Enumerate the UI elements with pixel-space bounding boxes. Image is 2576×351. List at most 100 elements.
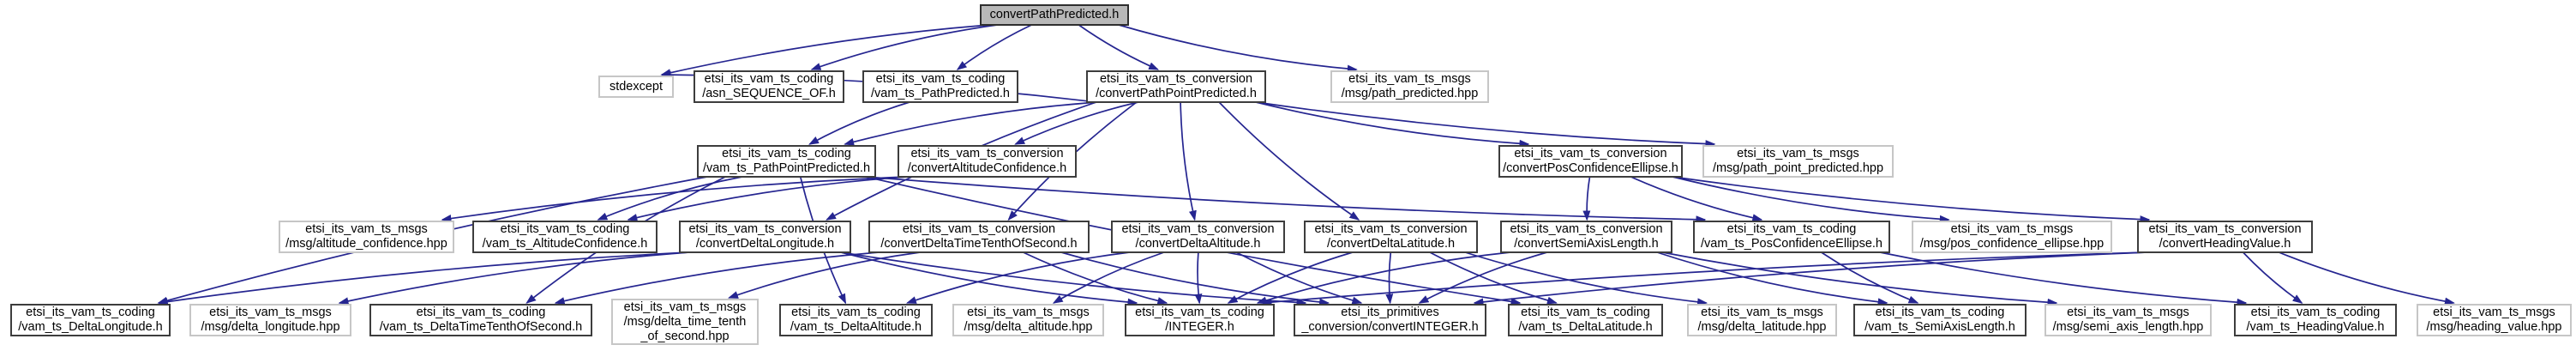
include-edge: [157, 251, 690, 306]
graph-node-convertpathpointpredicted-h[interactable]: etsi_its_vam_ts_conversion /convertPathP…: [1086, 70, 1266, 103]
graph-node-convertdeltalongitude-h[interactable]: etsi_its_vam_ts_conversion /convertDelta…: [679, 221, 851, 253]
include-edge: [1255, 101, 1530, 148]
include-edge: [1385, 251, 1394, 305]
graph-node-label: etsi_its_vam_ts_coding /vam_ts_DeltaLati…: [1518, 306, 1653, 334]
graph-node-convertaltitudeconfidence-h[interactable]: etsi_its_vam_ts_conversion /convertAltit…: [898, 145, 1077, 178]
include-edge: [1418, 251, 1547, 304]
graph-node-msg-pos-confidence-ellipse-hpp: etsi_its_vam_ts_msgs /msg/pos_confidence…: [1912, 221, 2112, 253]
graph-node-convertposconfidenceellipse-h[interactable]: etsi_its_vam_ts_conversion /convertPosCo…: [1498, 145, 1683, 178]
graph-node-convertdeltalatitude-h[interactable]: etsi_its_vam_ts_conversion /convertDelta…: [1304, 221, 1478, 253]
include-edge: [956, 24, 1032, 70]
graph-node-label: etsi_its_vam_ts_conversion /convertAltit…: [907, 147, 1067, 175]
graph-node-of-second-hpp: etsi_its_vam_ts_msgs /msg/delta_time_ten…: [611, 299, 759, 345]
graph-node-vam-ts-semiaxislength-h[interactable]: etsi_its_vam_ts_coding /vam_ts_SemiAxisL…: [1853, 304, 2027, 336]
include-edge: [597, 176, 742, 221]
include-edge: [1661, 251, 2058, 306]
include-edge: [1078, 24, 1160, 70]
include-edge: [844, 101, 1099, 146]
include-edge: [1473, 251, 2148, 306]
graph-node-label: etsi_its_vam_ts_conversion /convertHeadi…: [2148, 222, 2302, 251]
graph-node-label: etsi_its_vam_ts_msgs /msg/altitude_confi…: [285, 222, 447, 251]
graph-node-integer-h[interactable]: etsi_its_vam_ts_coding /INTEGER.h: [1125, 304, 1275, 336]
include-edge: [1255, 101, 1716, 148]
graph-node-vam-ts-pathpointpredicted-h[interactable]: etsi_its_vam_ts_coding /vam_ts_PathPoint…: [697, 145, 876, 178]
include-edge: [1256, 251, 1511, 305]
graph-node-vam-ts-deltalatitude-h[interactable]: etsi_its_vam_ts_coding /vam_ts_DeltaLati…: [1508, 304, 1663, 336]
graph-node-label: etsi_its_vam_ts_conversion /convertDelta…: [1121, 222, 1275, 251]
graph-node-label: etsi_its_vam_ts_msgs /msg/delta_latitude…: [1697, 306, 1827, 334]
graph-node-vam-ts-altitudeconfidence-h[interactable]: etsi_its_vam_ts_coding /vam_ts_AltitudeC…: [472, 221, 658, 253]
graph-node-label: etsi_its_vam_ts_msgs /msg/heading_value.…: [2426, 306, 2562, 334]
graph-node-msg-delta-altitude-hpp: etsi_its_vam_ts_msgs /msg/delta_altitude…: [952, 304, 1104, 336]
include-edge: [808, 101, 910, 145]
include-edge: [905, 251, 1130, 304]
graph-node-label: etsi_its_vam_ts_coding /asn_SEQUENCE_OF.…: [702, 72, 836, 100]
include-edge: [1582, 176, 1591, 221]
graph-node-conversion-convertinteger-h[interactable]: etsi_its_primitives _conversion/convertI…: [1294, 304, 1486, 336]
include-edge: [810, 24, 998, 70]
include-edge: [840, 251, 1138, 306]
include-edge: [1821, 251, 1919, 304]
graph-node-vam-ts-posconfidenceellipse-h[interactable]: etsi_its_vam_ts_coding /vam_ts_PosConfid…: [1693, 221, 1890, 253]
graph-node-label: etsi_its_vam_ts_coding /vam_ts_DeltaAlti…: [790, 306, 922, 334]
graph-node-asn-sequence-of-h[interactable]: etsi_its_vam_ts_coding /asn_SEQUENCE_OF.…: [694, 70, 844, 103]
graph-node-convertsemiaxislength-h[interactable]: etsi_its_vam_ts_conversion /convertSemiA…: [1500, 221, 1672, 253]
graph-node-convertdeltatimetenthofsecond-h[interactable]: etsi_its_vam_ts_conversion /convertDelta…: [868, 221, 1090, 253]
graph-node-label: etsi_its_vam_ts_msgs /msg/semi_axis_leng…: [2052, 306, 2204, 334]
graph-node-label: etsi_its_vam_ts_coding /vam_ts_DeltaTime…: [379, 306, 583, 334]
graph-node-label: etsi_its_vam_ts_coding /vam_ts_SemiAxisL…: [1864, 306, 2015, 334]
include-edge: [1227, 251, 1354, 304]
include-edge: [660, 24, 991, 77]
graph-node-label: etsi_its_vam_ts_msgs /msg/path_point_pre…: [1712, 147, 1884, 175]
include-edge: [1235, 251, 1363, 305]
graph-node-vam-ts-pathpredicted-h[interactable]: etsi_its_vam_ts_coding /vam_ts_PathPredi…: [862, 70, 1018, 103]
include-edge: [2278, 251, 2455, 306]
graph-node-label: etsi_its_vam_ts_conversion /convertPosCo…: [1503, 147, 1678, 175]
graph-node-label: etsi_its_vam_ts_conversion /convertDelta…: [880, 222, 1078, 251]
graph-node-vam-ts-headingvalue-h[interactable]: etsi_its_vam_ts_coding /vam_ts_HeadingVa…: [2234, 304, 2397, 336]
graph-node-convertpathpredicted-h: convertPathPredicted.h: [980, 4, 1129, 26]
graph-node-label: convertPathPredicted.h: [989, 8, 1120, 21]
graph-node-label: etsi_its_vam_ts_coding /vam_ts_PathPredi…: [870, 72, 1010, 100]
graph-node-convertheadingvalue-h[interactable]: etsi_its_vam_ts_conversion /convertHeadi…: [2137, 221, 2313, 253]
include-edge: [1672, 176, 2151, 224]
include-edge: [1630, 176, 1763, 222]
graph-node-vam-ts-deltalongitude-h[interactable]: etsi_its_vam_ts_coding /vam_ts_DeltaLong…: [10, 304, 171, 336]
graph-node-label: etsi_its_vam_ts_coding /vam_ts_AltitudeC…: [482, 222, 648, 251]
include-edge: [1060, 251, 1330, 306]
include-edge: [1879, 251, 2248, 306]
include-edge: [441, 176, 909, 222]
graph-node-label: etsi_its_vam_ts_coding /vam_ts_HeadingVa…: [2246, 306, 2385, 334]
graph-node-label: etsi_its_vam_ts_msgs /msg/delta_time_ten…: [623, 300, 747, 343]
graph-node-msg-heading-value-hpp: etsi_its_vam_ts_msgs /msg/heading_value.…: [2417, 304, 2572, 336]
graph-node-label: etsi_its_vam_ts_conversion /convertDelta…: [1314, 222, 1468, 251]
include-edge: [627, 176, 909, 221]
graph-node-msg-path-point-predicted-hpp: etsi_its_vam_ts_msgs /msg/path_point_pre…: [1702, 145, 1894, 178]
graph-node-msg-delta-latitude-hpp: etsi_its_vam_ts_msgs /msg/delta_latitude…: [1687, 304, 1837, 336]
include-edge: [2242, 251, 2303, 304]
graph-node-msg-delta-longitude-hpp: etsi_its_vam_ts_msgs /msg/delta_longitud…: [189, 304, 351, 336]
graph-node-label: etsi_its_vam_ts_msgs /msg/delta_altitude…: [964, 306, 1093, 334]
include-edge: [1672, 176, 1950, 223]
graph-node-vam-ts-deltaaltitude-h[interactable]: etsi_its_vam_ts_coding /vam_ts_DeltaAlti…: [779, 304, 933, 336]
include-edge: [1656, 251, 1888, 306]
include-edge: [1429, 251, 1558, 305]
graph-node-label: etsi_its_vam_ts_coding /vam_ts_DeltaLong…: [18, 306, 163, 334]
include-edge: [554, 251, 880, 306]
graph-node-label: etsi_its_vam_ts_coding /vam_ts_PathPoint…: [702, 147, 871, 175]
include-edge: [1180, 101, 1197, 221]
graph-node-label: etsi_its_vam_ts_msgs /msg/path_predicted…: [1341, 72, 1479, 100]
include-edge: [840, 251, 1307, 306]
graph-node-label: etsi_its_vam_ts_conversion /convertSemiA…: [1510, 222, 1663, 251]
include-edge: [865, 176, 1707, 224]
graph-node-msg-semi-axis-length-hpp: etsi_its_vam_ts_msgs /msg/semi_axis_leng…: [2045, 304, 2212, 336]
graph-node-convertdeltaaltitude-h[interactable]: etsi_its_vam_ts_conversion /convertDelta…: [1111, 221, 1285, 253]
graph-node-label: etsi_its_vam_ts_msgs /msg/pos_confidence…: [1919, 222, 2105, 251]
graph-node-vam-ts-deltatimetenthofsecond-h[interactable]: etsi_its_vam_ts_coding /vam_ts_DeltaTime…: [369, 304, 592, 336]
graph-node-msg-path-predicted-hpp: etsi_its_vam_ts_msgs /msg/path_predicted…: [1330, 70, 1489, 103]
graph-node-label: etsi_its_vam_ts_msgs /msg/delta_longitud…: [201, 306, 340, 334]
edges-group: [157, 24, 2455, 306]
include-edge: [1194, 251, 1203, 305]
